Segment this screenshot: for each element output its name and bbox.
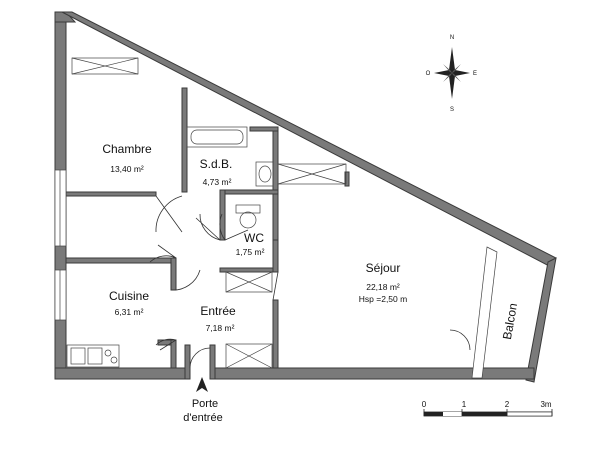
room-sejour: Séjour 22,18 m² Hsp =2,50 m	[359, 261, 407, 304]
room-sdb: S.d.B. 4,73 m²	[200, 157, 233, 187]
interior-walls	[65, 87, 350, 380]
compass-west: O	[426, 71, 431, 77]
room-cuisine: Cuisine 6,31 m²	[109, 289, 149, 317]
room-name-cuisine: Cuisine	[109, 289, 149, 303]
front-door-label-line1: Porte	[192, 398, 218, 410]
room-name-sejour: Séjour	[366, 261, 401, 275]
scale-bar: 0 1 2 3m	[422, 400, 553, 417]
room-chambre: Chambre 13,40 m²	[102, 142, 152, 174]
room-name-entree: Entrée	[200, 304, 236, 318]
room-area-chambre: 13,40 m²	[110, 164, 144, 174]
scale-label-0: 0	[422, 400, 427, 409]
fixtures	[66, 126, 274, 368]
scale-label-3: 3m	[540, 400, 551, 409]
closets	[71, 57, 347, 369]
scale-label-2: 2	[505, 400, 510, 409]
room-balcon: Balcon	[500, 302, 520, 341]
room-height-sejour: Hsp =2,50 m	[359, 294, 407, 304]
room-entree: Entrée 7,18 m²	[200, 304, 236, 333]
scale-label-1: 1	[462, 400, 467, 409]
room-area-wc: 1,75 m²	[236, 247, 265, 257]
compass-east: E	[473, 71, 477, 77]
front-door-label-line2: d'entrée	[183, 412, 222, 424]
windows	[54, 169, 498, 379]
room-area-sejour: 22,18 m²	[366, 282, 400, 292]
compass-south: S	[450, 107, 454, 113]
room-wc: WC 1,75 m²	[236, 231, 265, 257]
compass-rose-icon: N S E O	[426, 35, 477, 113]
room-area-cuisine: 6,31 m²	[115, 307, 144, 317]
room-name-balcon: Balcon	[500, 302, 520, 341]
room-name-wc: WC	[244, 231, 264, 245]
room-name-chambre: Chambre	[102, 142, 152, 156]
entrance-arrow-icon	[196, 377, 208, 392]
room-area-sdb: 4,73 m²	[203, 177, 232, 187]
room-name-sdb: S.d.B.	[200, 157, 233, 171]
front-door: Porte d'entrée	[183, 377, 223, 424]
room-area-entree: 7,18 m²	[206, 323, 235, 333]
doors	[149, 195, 471, 369]
compass-north: N	[450, 35, 454, 41]
